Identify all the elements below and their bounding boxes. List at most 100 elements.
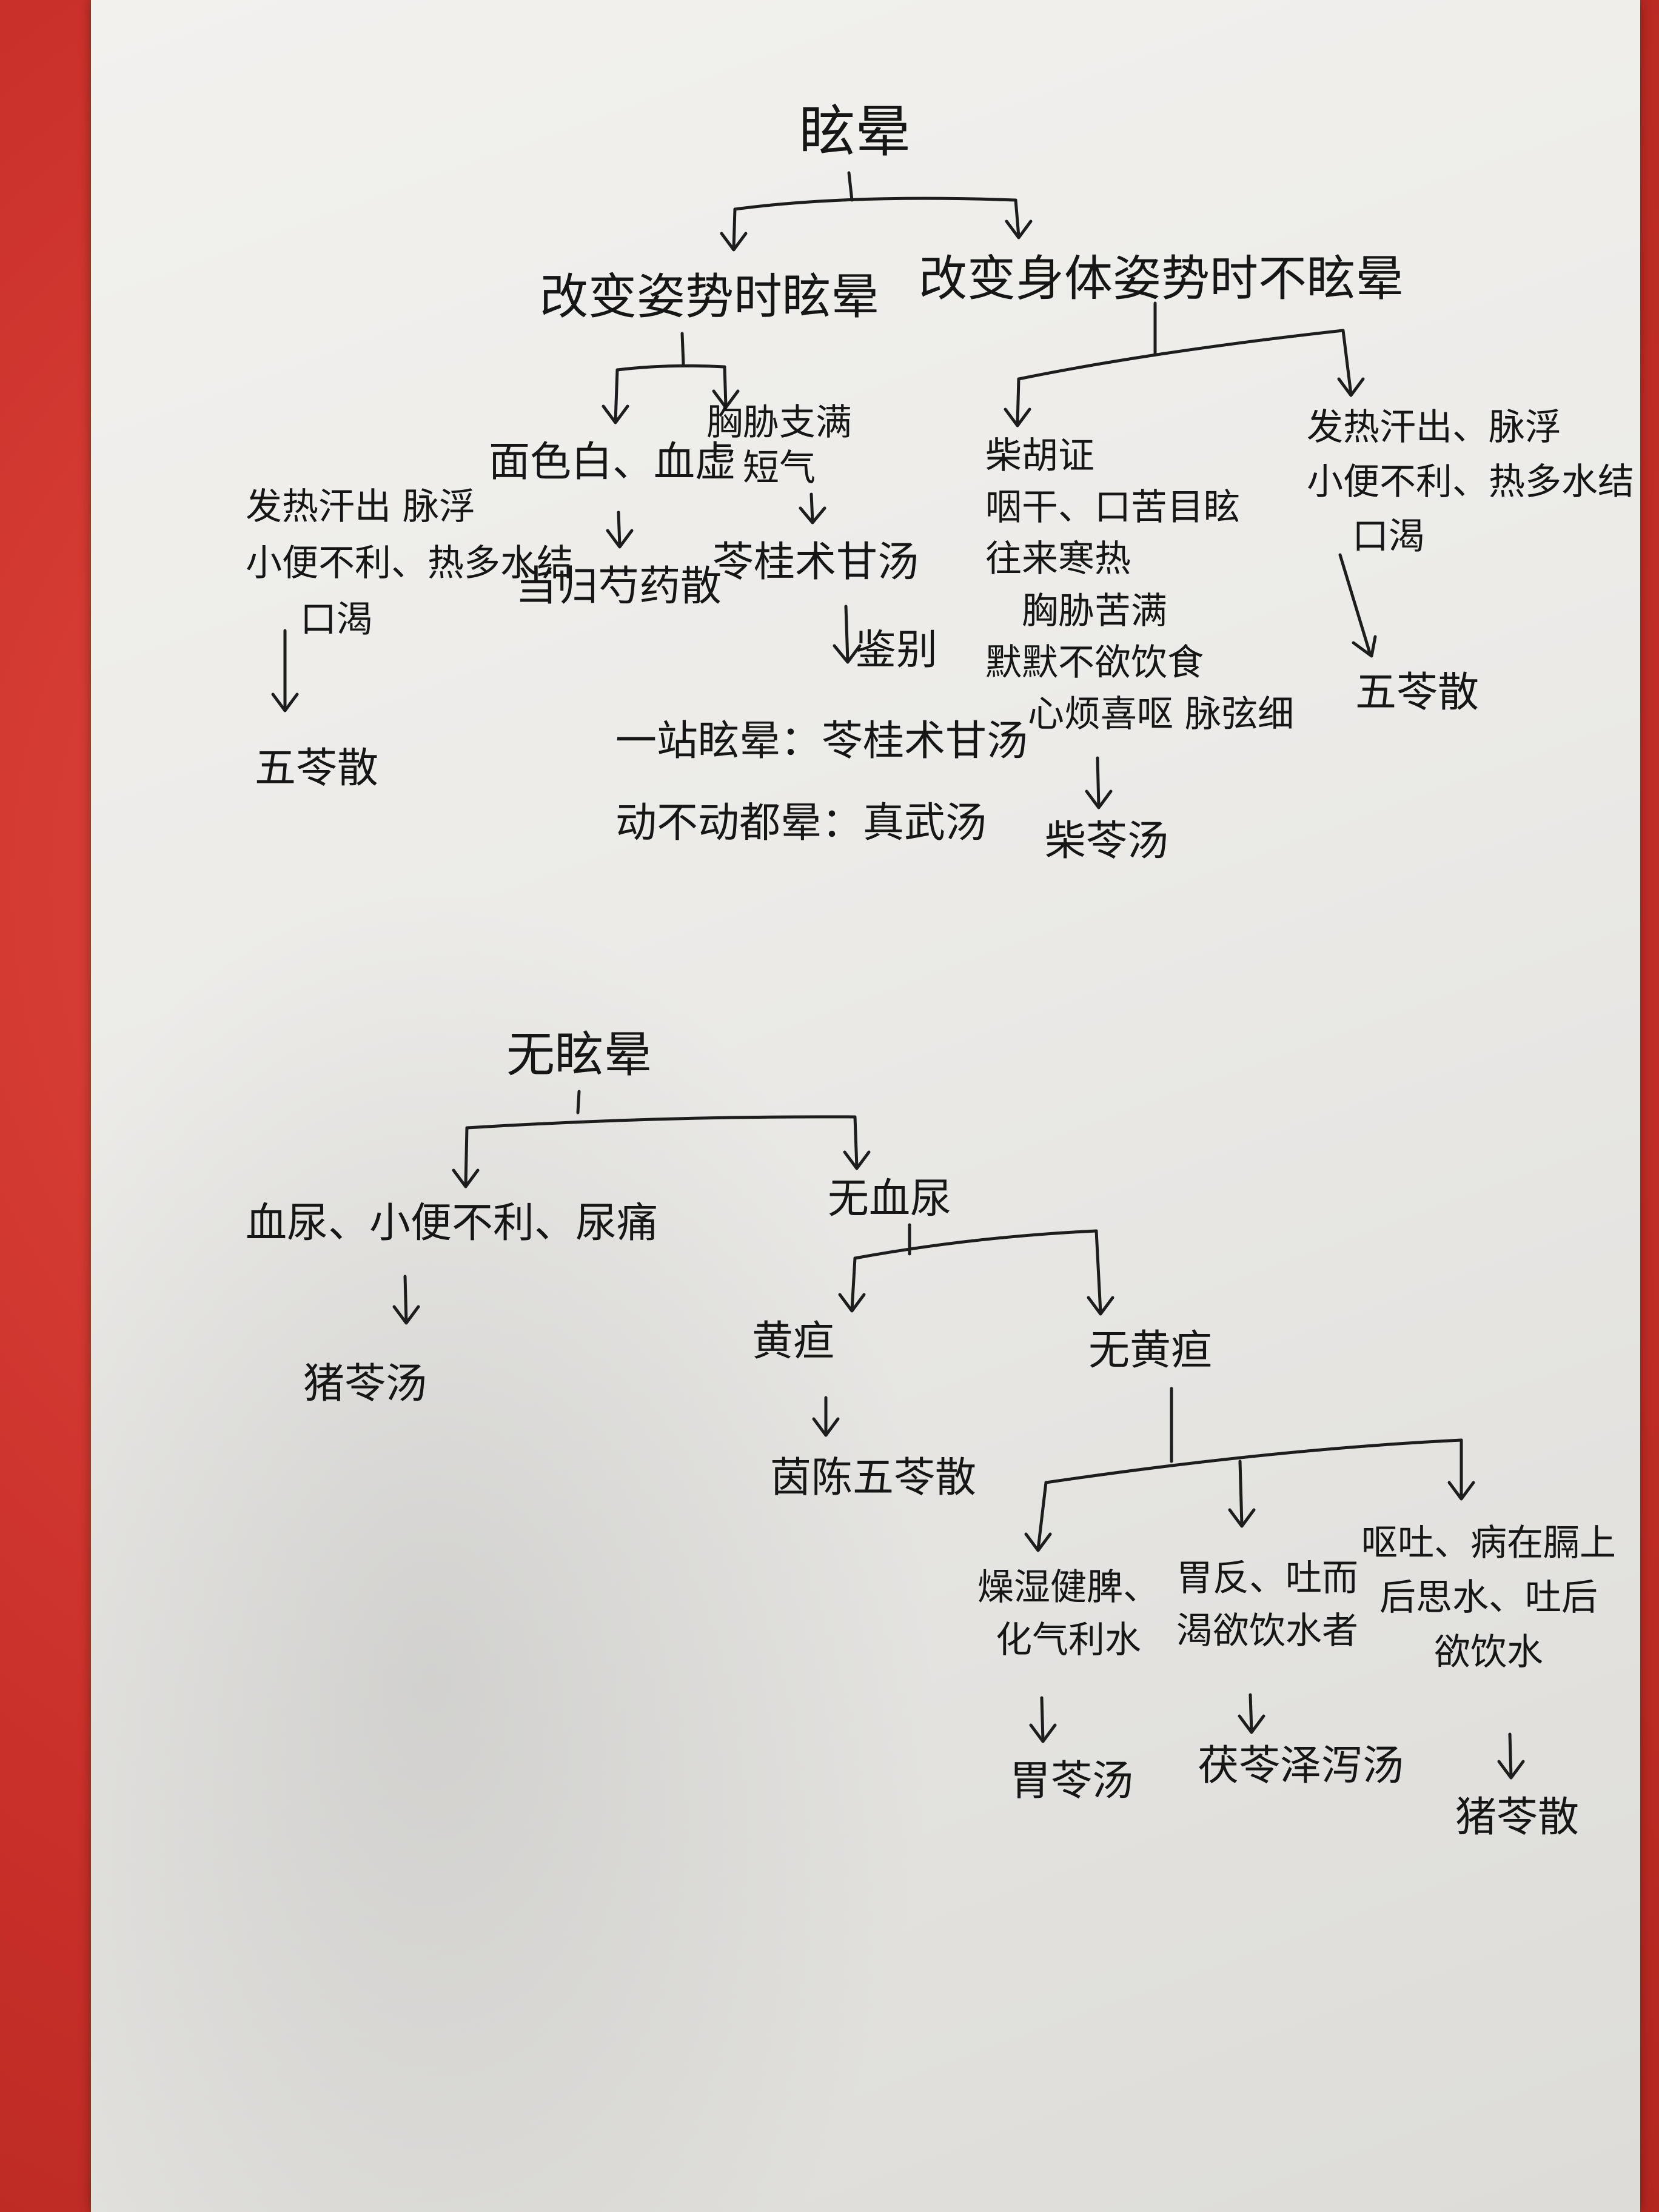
connector-root-stem xyxy=(847,171,854,202)
connector-c3-result xyxy=(1508,1732,1513,1778)
flow2-c1-line-2: 化气利水 xyxy=(996,1619,1141,1661)
flow1-left-a-result-node: 当归芍药散 xyxy=(515,563,722,611)
paper-sheet xyxy=(91,0,1640,2212)
arrow-head-left-a-result xyxy=(606,529,634,549)
flow1-right-a-line-3: 往来寒热 xyxy=(985,538,1131,581)
arrow-head-c3 xyxy=(1447,1481,1475,1501)
flow1-left-b-sub-node: 鉴别 xyxy=(855,626,938,674)
connector-c1 xyxy=(1036,1481,1048,1551)
connector-root2-right xyxy=(853,1115,859,1169)
flow1-left-b-result-node: 苓桂术甘汤 xyxy=(712,538,919,586)
connector-left-a xyxy=(614,368,619,423)
connector-right2-right xyxy=(1094,1229,1102,1315)
flow2-c3-line-3: 欲饮水 xyxy=(1434,1631,1543,1674)
connector-left-stem xyxy=(680,332,685,366)
flow1-side-line-3: 口渴 xyxy=(300,598,373,641)
flow1-right-a-line-1: 柴胡证 xyxy=(985,435,1094,477)
flow2-c3-line-2: 后思水、吐后 xyxy=(1379,1577,1598,1619)
flow2-c2-result-node: 茯苓泽泻汤 xyxy=(1198,1742,1404,1790)
flow2-c2-node: 胃反、吐而 渴欲饮水者 xyxy=(1176,1552,1358,1658)
flow2-c1-result-node: 胃苓汤 xyxy=(1010,1757,1134,1805)
arrow-head-root2-right xyxy=(843,1150,871,1170)
arrow-head-c3-result xyxy=(1497,1760,1525,1780)
flow1-left-a-node: 面色白、血虚 xyxy=(488,438,737,486)
arrow-head-right-a-result xyxy=(1085,789,1113,809)
flow2-no-jaundice-node: 无黄疸 xyxy=(1088,1327,1213,1375)
connector-c1-result xyxy=(1040,1696,1045,1742)
flow2-c2-line-1: 胃反、吐而 xyxy=(1176,1557,1358,1600)
arrow-head-left-b xyxy=(712,389,740,409)
flow1-left-b-diff-1: 一站眩晕：苓桂术甘汤 xyxy=(615,717,1028,765)
flow1-right-b-line-3: 口渴 xyxy=(1352,515,1425,558)
arrow-head-right-b xyxy=(1337,377,1365,397)
flow1-right-a-line-4: 胸胁苦满 xyxy=(1022,589,1167,632)
arrow-head-right2-left xyxy=(838,1293,866,1313)
flow1-right-b-line-2: 小便不利、热多水结 xyxy=(1307,461,1634,503)
flow1-right-b-node: 发热汗出、脉浮 小便不利、热多水结 口渴 xyxy=(1307,400,1634,564)
connector-left-bar xyxy=(615,364,726,372)
connector-left-b-result xyxy=(809,492,814,523)
connector-left-b-sub xyxy=(844,605,850,663)
arrow-head-left-b-result xyxy=(799,506,826,525)
arrow-head-right-a xyxy=(1004,407,1031,427)
flow2-c3-node: 呕吐、病在膈上 后思水、吐后 欲饮水 xyxy=(1361,1516,1616,1680)
flow1-left-b-line-1: 胸胁支满 xyxy=(706,401,852,444)
connector-root-left xyxy=(732,207,737,250)
arrow-head-root-right xyxy=(1005,220,1033,240)
flow1-left-b-node: 胸胁支满 短气 xyxy=(706,400,852,491)
flow1-side-line-1: 发热汗出 脉浮 xyxy=(246,486,476,528)
connector-root2-stem xyxy=(576,1090,581,1114)
connector-right-a-result xyxy=(1096,756,1101,808)
flow1-right-b-line-1: 发热汗出、脉浮 xyxy=(1307,406,1561,449)
connector-left-b xyxy=(723,365,728,408)
arrow-head-left2-result xyxy=(392,1305,420,1325)
arrow-head-c2-result xyxy=(1238,1714,1265,1734)
flow1-branch-left-node: 改变姿势时眩晕 xyxy=(540,269,879,325)
connector-left2-result xyxy=(403,1275,408,1324)
connector-right-a xyxy=(1016,377,1021,426)
flow2-c2-line-2: 渴欲饮水者 xyxy=(1176,1610,1358,1652)
flow2-jaundice-node: 黄疸 xyxy=(752,1318,835,1366)
flow1-right-a-line-5: 默默不欲饮食 xyxy=(985,641,1204,684)
connector-right-b xyxy=(1341,329,1353,396)
flow1-side-line-2: 小便不利、热多水结 xyxy=(246,542,573,585)
connector-c2 xyxy=(1238,1460,1244,1527)
flow2-c3-line-1: 呕吐、病在膈上 xyxy=(1361,1522,1616,1564)
arrow-head-root2-left xyxy=(452,1168,480,1188)
connector-root2-left xyxy=(464,1126,469,1187)
connector-root-bar xyxy=(733,196,1017,211)
flow1-right-a-line-6: 心烦喜呕 脉弦细 xyxy=(1028,692,1295,736)
connector-right2-bar xyxy=(853,1229,1098,1260)
flow1-left-b-line-2: 短气 xyxy=(743,447,816,489)
flow1-side-result-node: 五苓散 xyxy=(255,745,379,793)
arrow-head-root-left xyxy=(720,232,748,252)
flow1-branch-right-node: 改变身体姿势时不眩晕 xyxy=(919,250,1404,307)
connector-root2-bar xyxy=(465,1115,857,1130)
flow1-right-a-line-2: 咽干、口苦目眩 xyxy=(985,486,1240,529)
flow1-root-node: 眩晕 xyxy=(799,99,911,164)
flow2-c1-line-1: 燥湿健脾、 xyxy=(977,1566,1159,1609)
arrow-head-right-b-result xyxy=(1352,635,1377,658)
arrow-head-c1 xyxy=(1024,1532,1052,1552)
flow2-jaundice-result-node: 茵陈五苓散 xyxy=(770,1454,977,1502)
arrow-head-left-a xyxy=(602,404,629,424)
flow2-c3-result-node: 猪苓散 xyxy=(1455,1794,1580,1842)
flow2-c1-node: 燥湿健脾、 化气利水 xyxy=(977,1561,1159,1667)
flow2-left-result-node: 猪苓汤 xyxy=(303,1360,427,1408)
paper-shadow xyxy=(91,879,940,2212)
flow2-root-node: 无眩晕 xyxy=(506,1027,652,1083)
arrow-head-left-b-sub xyxy=(833,644,862,664)
flow2-right-node: 无血尿 xyxy=(828,1175,952,1223)
flow1-left-b-diff-2: 动不动都晕：真武汤 xyxy=(615,799,987,847)
arrow-head-side xyxy=(271,692,299,712)
connector-right2-left xyxy=(850,1256,857,1312)
arrow-head-right2-right xyxy=(1087,1296,1114,1316)
arrow-head-c1-result xyxy=(1029,1723,1057,1743)
arrow-head-jaundice-result xyxy=(812,1417,840,1437)
flow2-left-node: 血尿、小便不利、尿痛 xyxy=(246,1199,659,1247)
flow1-right-b-result-node: 五苓散 xyxy=(1355,669,1480,717)
arrow-head-c2 xyxy=(1228,1508,1256,1528)
flow1-side-node: 发热汗出 脉浮 小便不利、热多水结 口渴 xyxy=(246,479,573,648)
connector-c2-result xyxy=(1248,1693,1253,1733)
